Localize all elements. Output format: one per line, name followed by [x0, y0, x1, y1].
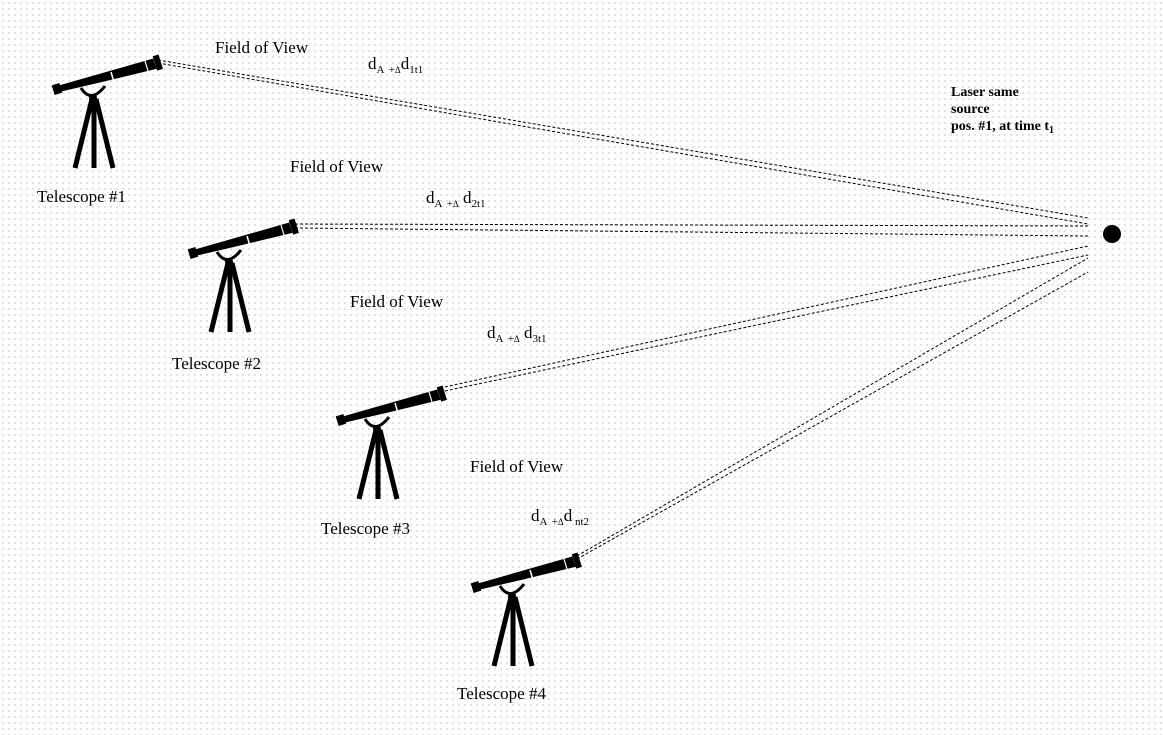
laser-source-line3: pos. #1, at time t1 [951, 119, 1054, 136]
sightline-telescope-3 [439, 245, 1089, 393]
telescope-1-icon [52, 54, 163, 168]
sightline-telescope-1 [157, 59, 1089, 225]
sightline-telescope-2 [294, 223, 1089, 237]
telescope-label-1: Telescope #1 [37, 187, 126, 206]
field-of-view-label-4: Field of View [470, 457, 564, 476]
distance-label-1: dA +Δd1t1 [368, 54, 424, 76]
distance-label-2: dA +Δ d2t1 [426, 188, 486, 210]
field-of-view-label-2: Field of View [290, 157, 384, 176]
distance-label-3: dA +Δ d3t1 [487, 323, 547, 345]
telescope-3-icon [336, 385, 447, 499]
laser-source-line1: Laser same [951, 85, 1019, 100]
telescope-4-icon [471, 552, 582, 666]
laser-source-line2: source [951, 102, 990, 117]
telescope-label-4: Telescope #4 [457, 684, 546, 703]
laser-source-dot [1103, 225, 1121, 243]
field-of-view-label-1: Field of View [215, 38, 309, 57]
laser-source-label: Laser same source pos. #1, at time t1 [951, 84, 1054, 139]
sightline-telescope-4 [576, 257, 1089, 560]
field-of-view-label-3: Field of View [350, 292, 444, 311]
telescope-label-2: Telescope #2 [172, 354, 261, 373]
telescope-label-3: Telescope #3 [321, 519, 410, 538]
telescope-2-icon [188, 218, 299, 332]
distance-label-4: dA +Δd nt2 [531, 506, 590, 528]
